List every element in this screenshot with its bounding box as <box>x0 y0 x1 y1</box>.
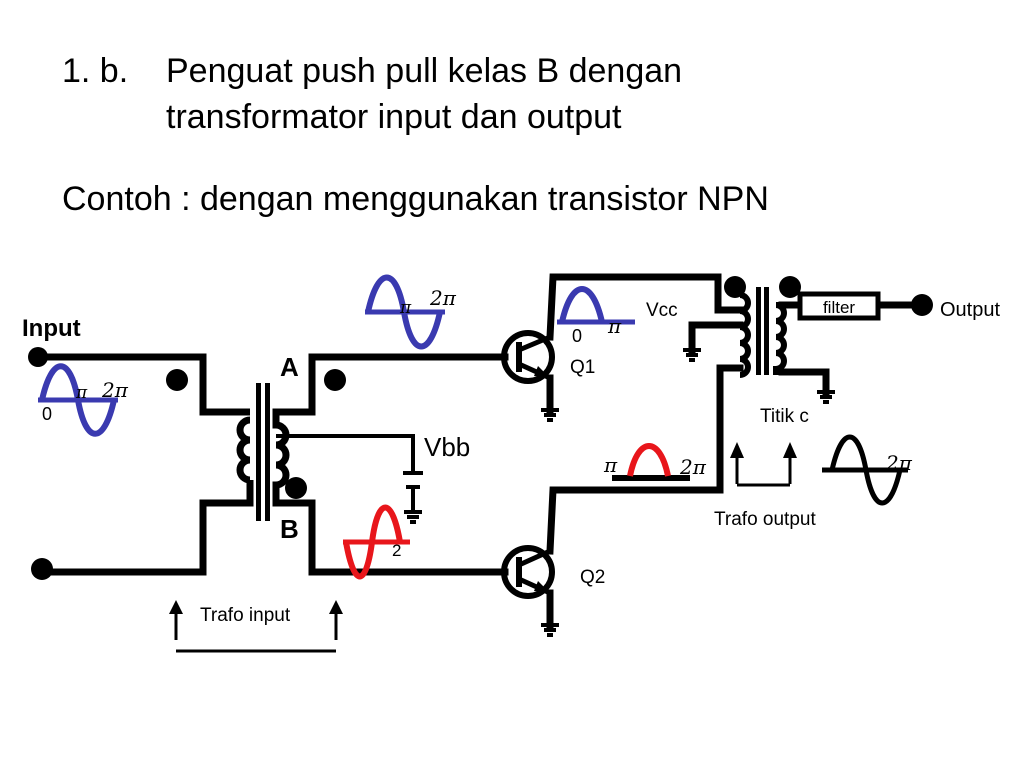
input-transformer <box>236 383 305 521</box>
q1-body <box>501 330 555 384</box>
wire-secondary-ground <box>778 368 830 396</box>
ground-icon-vbb <box>404 510 422 524</box>
node-a-label: A <box>280 352 299 382</box>
slide-subtitle: Contoh : dengan menggunakan transistor N… <box>62 180 769 218</box>
trafo-input-arrowhead-left <box>169 600 183 614</box>
titik-c-label: Titik c <box>760 406 809 427</box>
output-label: Output <box>940 299 1000 321</box>
terminal-dots <box>28 276 933 580</box>
q1-emitter-arrow <box>534 366 550 378</box>
output-secondary-coil <box>773 302 787 375</box>
polarity-dot-b <box>285 477 307 499</box>
diagram-labels: Input Output A B Vbb Vcc Q1 Q2 Titik c T… <box>22 286 1000 626</box>
polarity-dot-vcc <box>724 276 746 298</box>
output-wave-2pi: 2π <box>885 451 913 475</box>
input-terminal-bottom <box>31 558 53 580</box>
q2-emitter-arrow <box>534 581 550 593</box>
vcc-label: Vcc <box>646 300 678 321</box>
wave-a-pi: π <box>399 298 412 318</box>
ground-symbols <box>404 348 835 637</box>
output-wave <box>829 434 903 506</box>
input-bottom-wire <box>38 499 244 576</box>
polarity-dot-primary <box>166 369 188 391</box>
wave-q1-zero: 0 <box>572 326 582 346</box>
vbb-battery <box>403 471 423 489</box>
slide-number: 1. b. <box>62 52 129 90</box>
wave-q2-pi: π <box>603 453 618 477</box>
input-secondary-coil <box>272 408 290 507</box>
wave-b <box>343 504 403 580</box>
q2-collector-lead <box>517 548 552 568</box>
annotation-arrows <box>169 442 797 653</box>
slide-title-line-1: Penguat push pull kelas B dengan <box>166 52 683 90</box>
output-terminal <box>911 294 933 316</box>
ground-icon-q2 <box>541 623 559 637</box>
vbb-wires <box>305 434 415 512</box>
wave-q2 <box>627 443 671 477</box>
wave-a <box>365 274 443 350</box>
wire-q1-collector <box>546 273 744 341</box>
input-top-wire <box>36 353 244 416</box>
input-primary-coil <box>236 408 254 507</box>
q1-collector-lead <box>518 334 551 353</box>
trafo-input-arrowhead-right <box>329 600 343 614</box>
wire-b-to-q2 <box>281 499 509 576</box>
wave-q1-pi: π <box>607 314 622 338</box>
wave-a-2pi: 2π <box>429 286 457 310</box>
filter-label: filter <box>823 298 855 317</box>
transistor-q1 <box>501 330 555 384</box>
input-label: Input <box>22 315 81 342</box>
vbb-top-wire <box>305 434 415 473</box>
q1-label: Q1 <box>570 357 595 378</box>
q2-body <box>501 545 555 599</box>
trafo-input-label: Trafo input <box>200 605 291 626</box>
polarity-dot-a <box>324 369 346 391</box>
polarity-dot-secondary <box>779 276 801 298</box>
output-core-bar-right <box>764 287 769 375</box>
output-primary-coil <box>739 292 751 378</box>
vbb-label: Vbb <box>424 432 470 462</box>
input-core-bar-left <box>256 383 261 521</box>
wire-center-tap <box>688 321 744 354</box>
input-wave <box>39 363 117 437</box>
input-terminal-top <box>28 347 48 367</box>
wire-a-to-q1 <box>281 353 509 416</box>
transistor-q2 <box>501 545 555 599</box>
node-b-label: B <box>280 514 299 544</box>
waveforms <box>38 274 908 580</box>
trafo-output-label: Trafo output <box>714 509 816 530</box>
trafo-output-arrowhead-right <box>783 442 797 458</box>
wave-q2-2pi: 2π <box>679 455 707 479</box>
output-core-bar-left <box>756 287 761 375</box>
slide-title-line-2: transformator input dan output <box>166 98 622 136</box>
ground-icon-q1 <box>541 408 559 422</box>
input-wave-2pi: 2π <box>101 378 129 402</box>
input-wave-pi: π <box>75 383 88 403</box>
q2-label: Q2 <box>580 567 605 588</box>
wire-q2-collector <box>546 364 744 555</box>
input-wave-zero: 0 <box>42 404 52 424</box>
wave-q1 <box>559 286 605 323</box>
output-transformer <box>739 287 787 378</box>
ground-icon-vcc <box>683 348 701 362</box>
trafo-output-arrowhead-left <box>730 442 744 458</box>
wave-b-two: 2 <box>392 541 401 560</box>
ground-icon-secondary <box>817 390 835 404</box>
filter-box <box>797 291 881 321</box>
input-core-bar-right <box>265 383 270 521</box>
